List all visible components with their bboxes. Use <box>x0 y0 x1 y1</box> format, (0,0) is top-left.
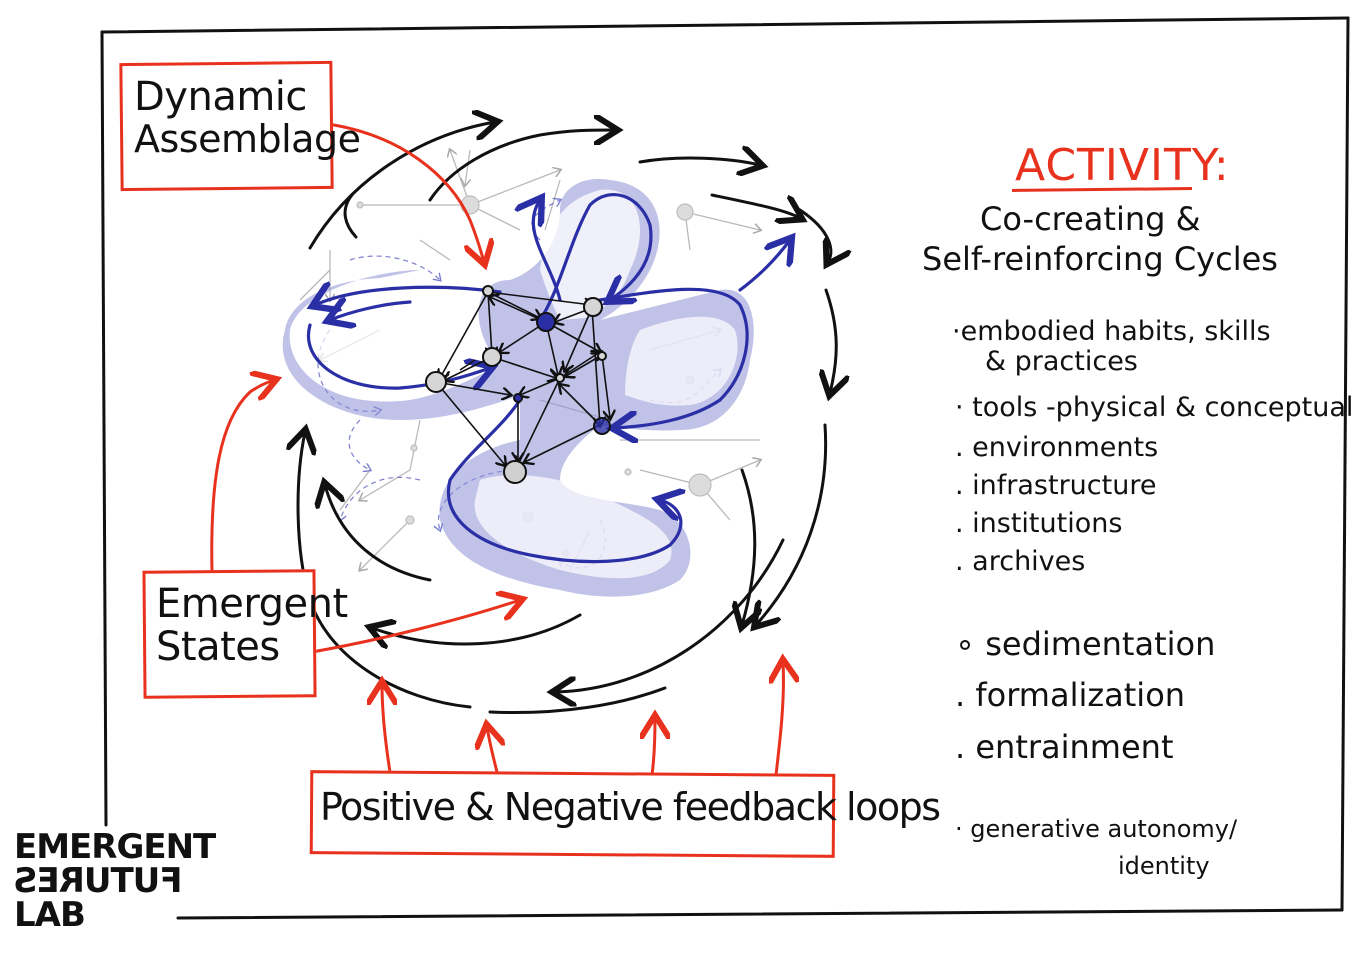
network-node <box>536 312 556 332</box>
activity-subtitle-line1: Co-creating & <box>980 200 1201 238</box>
network-node <box>593 417 611 435</box>
red-connectors <box>210 122 784 777</box>
bullet-archives: . archives <box>955 546 1086 577</box>
bullet-infrastructure: . infrastructure <box>955 470 1157 501</box>
blue-swirl-band <box>282 179 754 597</box>
bullet-tools: · tools -physical & conceptual <box>955 392 1354 423</box>
network-node <box>503 460 527 484</box>
network-node <box>513 393 523 403</box>
bullet-practices: & practices <box>985 346 1138 377</box>
network-node <box>583 297 603 317</box>
network-node <box>482 285 494 297</box>
bullet-formalization: . formalization <box>955 676 1186 714</box>
logo-line1: EMERGENT <box>14 827 216 867</box>
activity-title: ACTIVITY: <box>1015 140 1230 191</box>
bullet-sedimentation: ∘ sedimentation <box>955 625 1216 663</box>
center-network-links <box>435 291 610 465</box>
dynamic-assemblage-line1: Dynamic <box>134 74 307 120</box>
emergent-states-line2: States <box>156 624 280 671</box>
bullet-entrainment: . entrainment <box>955 728 1174 766</box>
logo-line2: FUTURES <box>14 861 183 901</box>
bullet-institutions: . institutions <box>955 508 1123 539</box>
dynamic-assemblage-label: Dynamic Assemblage <box>134 74 361 162</box>
bullet-generative-autonomy: · generative autonomy/ <box>955 815 1238 843</box>
feedback-loops-label: Positive & Negative feedback loops <box>320 785 941 829</box>
emergent-states-label: Emergent States <box>156 581 348 671</box>
network-node <box>482 347 502 367</box>
network-node <box>555 373 565 383</box>
network-node <box>597 351 607 361</box>
activity-subtitle-line2: Self-reinforcing Cycles <box>922 240 1278 278</box>
emergent-states-line1: Emergent <box>156 581 348 627</box>
center-network-nodes <box>425 285 611 484</box>
bullet-environments: . environments <box>955 432 1159 463</box>
logo-line3: LAB <box>14 895 86 935</box>
network-node <box>425 371 447 393</box>
blue-stream-arrows <box>308 195 790 564</box>
dynamic-assemblage-line2: Assemblage <box>134 117 361 162</box>
bullet-embodied-habits: ·embodied habits, skills <box>952 316 1271 347</box>
page-border <box>100 16 1350 920</box>
bullet-identity: identity <box>1118 852 1210 880</box>
emergent-futures-lab-logo: EMERGENT FUTURES LAB <box>14 827 216 935</box>
